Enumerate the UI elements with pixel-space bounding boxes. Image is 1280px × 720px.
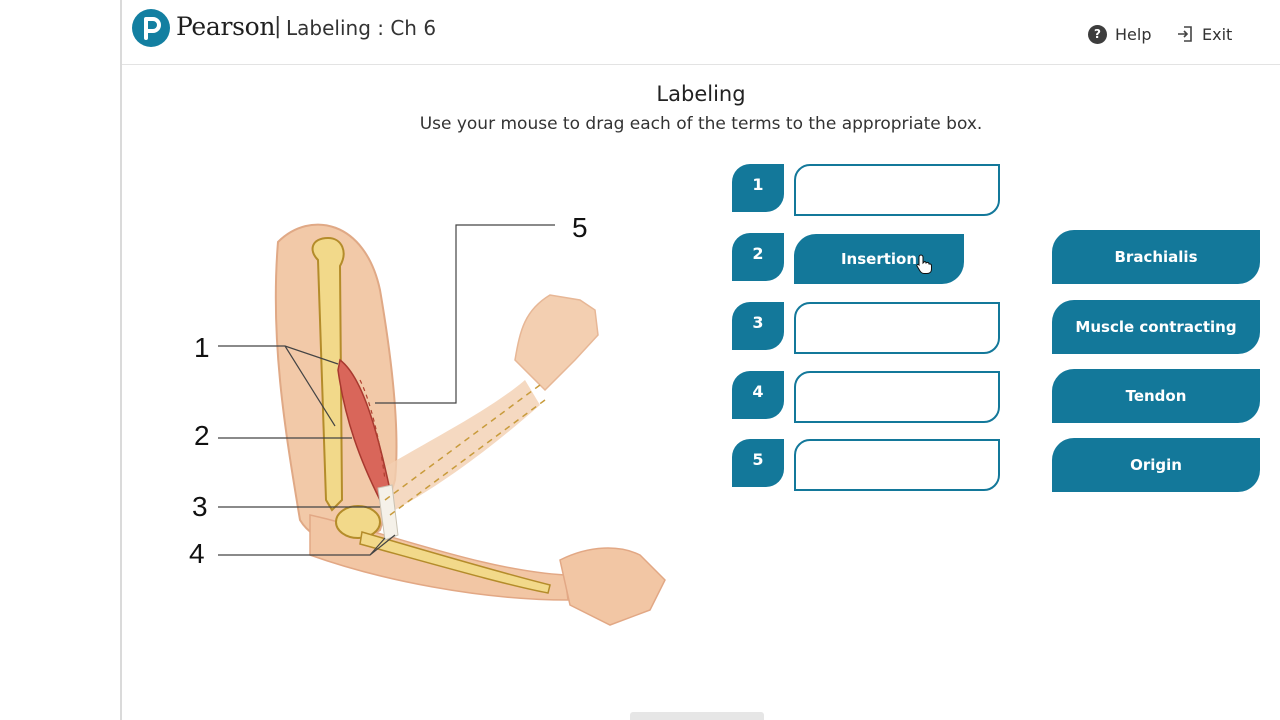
exit-button[interactable]: Exit — [1176, 22, 1232, 46]
slot-number-1: 1 — [732, 164, 784, 212]
title-separator: | — [274, 14, 282, 39]
bottom-scroll-tab[interactable] — [630, 712, 764, 720]
slot-number-2: 2 — [732, 233, 784, 281]
drop-zone-3[interactable] — [794, 302, 1000, 354]
left-margin — [0, 0, 122, 720]
slot-number-4: 4 — [732, 371, 784, 419]
callout-4: 4 — [189, 538, 205, 569]
arm-diagram — [218, 223, 666, 626]
exit-icon — [1178, 26, 1192, 42]
page-title: Labeling — [656, 82, 746, 106]
drop-zone-4[interactable] — [794, 371, 1000, 423]
drop-zone-5[interactable] — [794, 439, 1000, 491]
placed-term-insertion[interactable]: Insertion — [794, 234, 964, 284]
hand-cursor-icon — [916, 254, 932, 274]
activity-title: Labeling : Ch 6 — [286, 16, 437, 40]
slot-number-3: 3 — [732, 302, 784, 350]
term-muscle-contracting[interactable]: Muscle contracting — [1052, 300, 1260, 354]
callout-2: 2 — [194, 420, 210, 451]
callout-3: 3 — [192, 491, 208, 522]
help-icon: ? — [1088, 24, 1107, 44]
brand-name: Pearson — [176, 12, 276, 41]
header-bar: Pearson | Labeling : Ch 6 ? Help Exit — [122, 0, 1280, 65]
term-tendon[interactable]: Tendon — [1052, 369, 1260, 423]
drop-zone-1[interactable] — [794, 164, 1000, 216]
exit-label: Exit — [1202, 24, 1233, 44]
term-origin[interactable]: Origin — [1052, 438, 1260, 492]
help-label: Help — [1115, 24, 1152, 44]
instruction-text: Use your mouse to drag each of the terms… — [419, 114, 983, 134]
pearson-logo-icon — [132, 9, 170, 47]
callout-1: 1 — [194, 332, 210, 363]
term-brachialis[interactable]: Brachialis — [1052, 230, 1260, 284]
help-button[interactable]: ? Help — [1088, 22, 1151, 46]
slot-number-5: 5 — [732, 439, 784, 487]
callout-5: 5 — [572, 212, 588, 243]
